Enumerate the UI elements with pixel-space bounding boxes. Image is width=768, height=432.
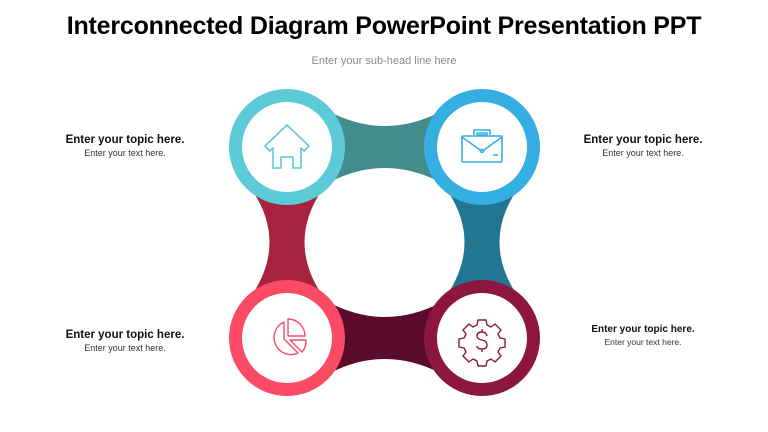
- topic-bottom-right: Enter your topic here. Enter your text h…: [568, 324, 718, 347]
- topic-text: Enter your text here.: [84, 343, 166, 353]
- house-icon: [264, 124, 310, 169]
- connector-right: [447, 190, 517, 295]
- topic-top-left: Enter your topic here. Enter your text h…: [50, 134, 200, 158]
- topic-heading: Enter your topic here.: [591, 324, 695, 335]
- pie-chart-icon: [273, 318, 307, 356]
- topic-text: Enter your text here.: [604, 337, 682, 347]
- node-top-left: [229, 89, 345, 205]
- topic-text: Enter your text here.: [84, 148, 166, 158]
- connector-bottom: [330, 303, 440, 373]
- connector-left: [252, 190, 322, 295]
- topic-bottom-left: Enter your topic here. Enter your text h…: [50, 329, 200, 353]
- briefcase-icon: [461, 129, 503, 163]
- node-top-right: [424, 89, 540, 205]
- slide-title: Interconnected Diagram PowerPoint Presen…: [66, 12, 702, 40]
- topic-heading: Enter your topic here.: [583, 134, 703, 146]
- topic-top-right: Enter your topic here. Enter your text h…: [568, 134, 718, 158]
- node-bottom-right: [424, 280, 540, 396]
- topic-text: Enter your text here.: [602, 148, 684, 158]
- node-bottom-left: [229, 280, 345, 396]
- connector-top: [330, 112, 440, 182]
- topic-heading: Enter your topic here.: [65, 134, 185, 146]
- slide-subtitle: Enter your sub-head line here: [311, 55, 457, 67]
- gear-dollar-icon: [458, 319, 506, 367]
- topic-heading: Enter your topic here.: [65, 329, 185, 341]
